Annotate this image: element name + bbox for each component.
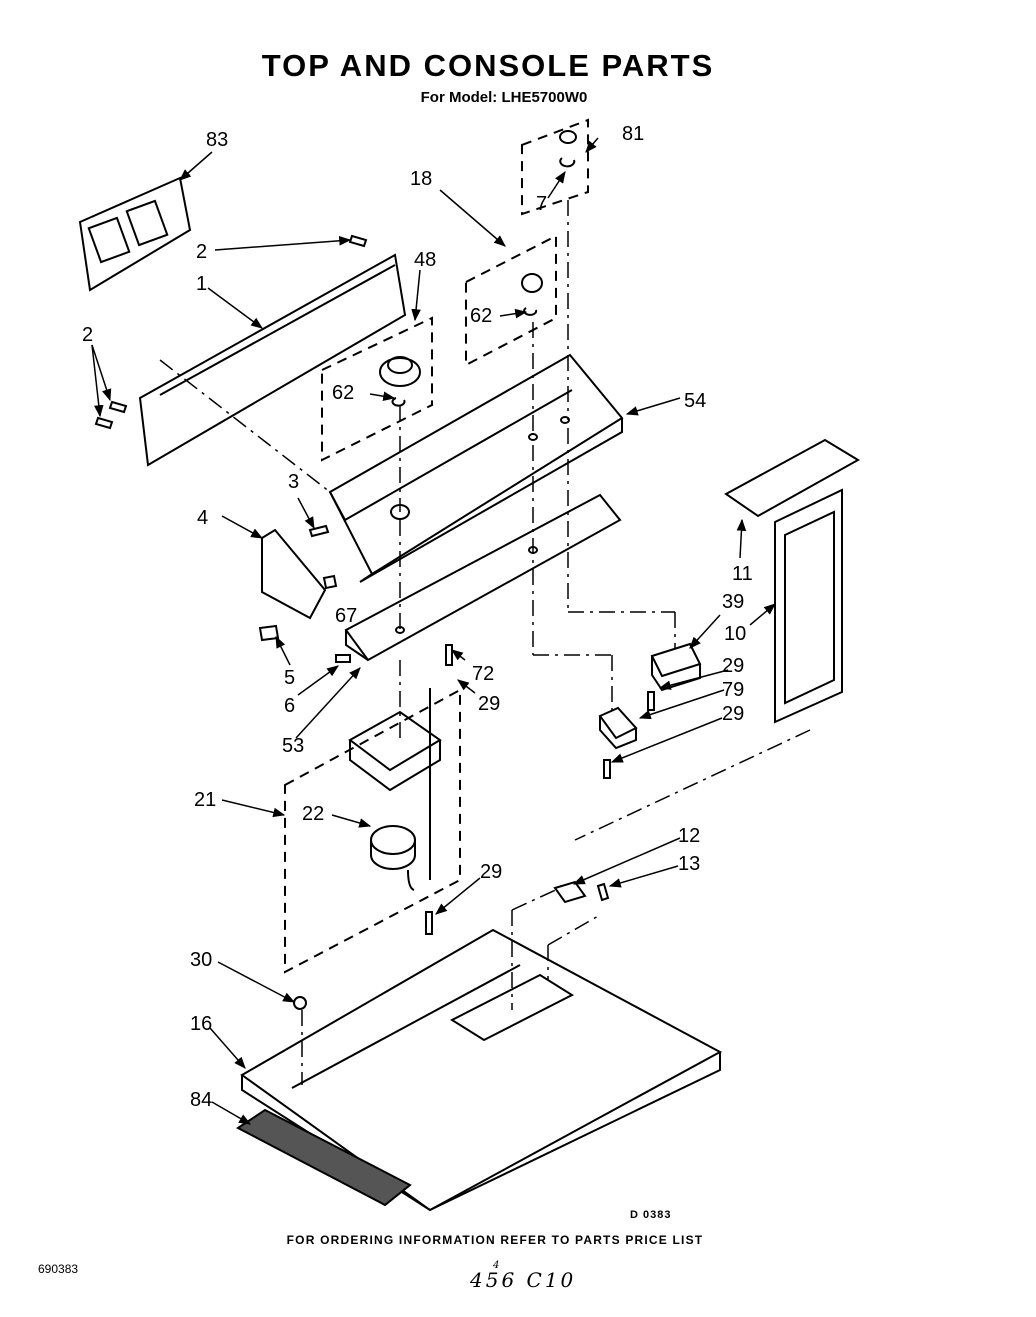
callout-leaders [91,137,776,1125]
screw-2 [94,234,368,430]
callout-29: 29 [478,693,500,715]
callout-7: 7 [536,193,547,215]
handwritten-note: 456 C10 [470,1268,577,1292]
screw-3 [308,524,330,538]
screw-29 [425,691,655,935]
callout-53: 53 [282,735,304,757]
callout-48: 48 [414,249,436,271]
part-84-insulation-pad [236,1108,412,1207]
part-21-timer-group [284,688,461,974]
callout-13: 13 [678,853,700,875]
part-10-filter-housing [774,488,843,724]
part-11-lint-filter [724,438,860,518]
callout-81: 81 [622,123,644,145]
handwritten-note-superscript: 4 [493,1260,500,1271]
part-12-hinge [553,880,587,904]
part-1-console-back-panel [138,253,407,467]
callout-62: 62 [470,305,492,327]
callout-10: 10 [724,623,746,645]
part-54-control-console [328,353,624,583]
callout-5: 5 [284,667,295,689]
callout-22: 22 [302,803,324,825]
part-30-nut [293,996,307,1010]
callout-39: 39 [722,591,744,613]
callout-72: 72 [472,663,494,685]
callout-11: 11 [732,563,753,585]
part-81-knob-group [521,118,589,216]
assembly-guide-lines [159,200,811,1085]
callout-4: 4 [197,507,208,529]
callout-3: 3 [288,471,299,493]
callout-1: 1 [196,273,207,295]
part-83-trim-panel [78,176,192,292]
callout-29: 29 [480,861,502,883]
callout-67: 67 [335,605,357,627]
callout-21: 21 [194,789,216,811]
callout-62: 62 [332,382,354,404]
callout-labels: 83 81 18 7 2 48 1 62 2 62 54 3 4 67 11 3… [82,123,753,1111]
document-number: 690383 [38,1262,79,1276]
screw-6 [335,654,351,663]
ordering-footer: FOR ORDERING INFORMATION REFER TO PARTS … [286,1233,704,1247]
part-18-knob-group [465,234,557,367]
callout-6: 6 [284,695,295,717]
callout-29: 29 [722,655,744,677]
callout-54: 54 [684,390,706,412]
part-5-clip [258,624,280,642]
diagram-code: D 0383 [630,1209,672,1221]
part-53-console-rail [344,493,622,662]
callout-16: 16 [190,1013,212,1035]
callout-30: 30 [190,949,212,971]
part-67-clip [322,574,338,590]
callout-84: 84 [190,1089,212,1111]
screw-72 [445,644,453,666]
callout-29: 29 [722,703,744,725]
screw-13 [596,882,610,902]
page-title: TOP AND CONSOLE PARTS [261,48,715,83]
callout-79: 79 [722,679,744,701]
part-79-thermostat [598,706,638,750]
callout-18: 18 [410,168,432,190]
model-subtitle: For Model: LHE5700W0 [420,89,588,106]
part-4-end-cap [261,528,327,620]
callout-2: 2 [196,241,207,263]
part-39-switch [650,642,702,692]
callout-83: 83 [206,129,228,151]
callout-2: 2 [82,324,93,346]
callout-12: 12 [678,825,700,847]
